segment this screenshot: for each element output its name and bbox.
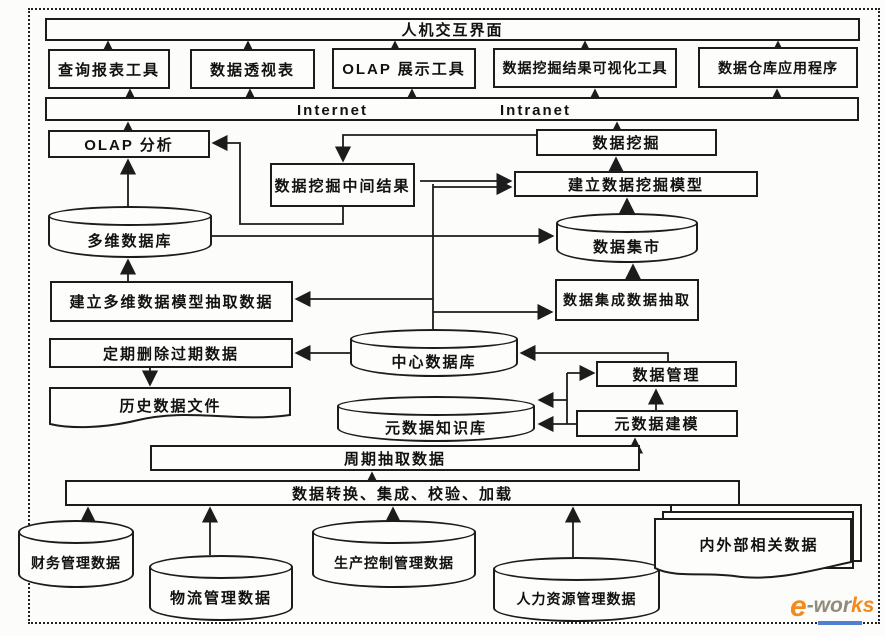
cylinder-top-ellipse — [48, 206, 212, 226]
hr-data-label: 人力资源管理数据 — [516, 590, 637, 607]
mining-visualization-tool-box: 数据挖掘结果可视化工具 — [493, 48, 677, 88]
build-multidim-model-box: 建立多维数据模型抽取数据 — [50, 281, 293, 322]
data-integration-extract-box: 数据集成数据抽取 — [555, 279, 699, 321]
history-data-file-label: 历史数据文件 — [119, 398, 222, 415]
production-data-cylinder: 生产控制管理数据 — [312, 520, 476, 588]
metadata-kb-label: 元数据知识库 — [384, 419, 487, 437]
query-report-tool-label: 查询报表工具 — [57, 61, 160, 79]
hci-interface-bar: 人机交互界面 — [45, 18, 860, 41]
logistics-data-cylinder: 物流管理数据 — [149, 555, 293, 621]
metadata-modeling-box: 元数据建模 — [576, 410, 738, 437]
cylinder-top-ellipse — [337, 396, 535, 416]
warehouse-app-label: 数据仓库应用程序 — [718, 59, 838, 76]
eworks-logo-wor: -wor — [806, 594, 852, 617]
doc-stack-front-sheet — [654, 518, 852, 579]
central-db-label: 中心数据库 — [391, 353, 477, 371]
mining-visualization-tool-label: 数据挖掘结果可视化工具 — [502, 60, 668, 76]
pivot-table-box: 数据透视表 — [190, 49, 315, 89]
olap-display-tool-label: OLAP 展示工具 — [342, 61, 466, 78]
finance-data-label: 财务管理数据 — [31, 555, 121, 571]
eworks-logo-e: e — [790, 590, 807, 623]
data-mining-label: 数据挖掘 — [592, 135, 661, 152]
olap-analysis-label: OLAP 分析 — [84, 136, 174, 154]
data-mart-cylinder: 数据集市 — [556, 213, 698, 263]
internet-label: Internet — [297, 102, 369, 119]
data-mart-label: 数据集市 — [592, 238, 661, 256]
metadata-kb-cylinder: 元数据知识库 — [337, 396, 535, 442]
data-management-box: 数据管理 — [596, 361, 737, 387]
transform-integrate-bar: 数据转换、集成、校验、加载 — [65, 480, 740, 506]
pivot-table-label: 数据透视表 — [209, 61, 295, 79]
warehouse-app-box: 数据仓库应用程序 — [698, 47, 858, 88]
cycle-extract-bar: 周期抽取数据 — [150, 445, 640, 471]
cylinder-top-ellipse — [312, 520, 476, 544]
production-data-label: 生产控制管理数据 — [334, 555, 454, 571]
purge-expired-data-label: 定期删除过期数据 — [102, 345, 239, 363]
cylinder-top-ellipse — [18, 520, 134, 544]
cylinder-top-ellipse — [556, 213, 698, 233]
arrow-mgmt-to-central — [519, 344, 669, 362]
build-multidim-model-label: 建立多维数据模型抽取数据 — [69, 294, 274, 311]
cylinder-top-ellipse — [493, 557, 660, 581]
multidim-db-cylinder: 多维数据库 — [48, 206, 212, 258]
mining-intermediate-results-box: 数据挖掘中间结果 — [270, 163, 415, 207]
eworks-watermark: e-works — [790, 592, 875, 625]
eworks-logo-ks: ks — [851, 594, 875, 617]
multidim-db-label: 多维数据库 — [87, 232, 173, 250]
cylinder-top-ellipse — [350, 329, 518, 349]
olap-analysis-box: OLAP 分析 — [48, 130, 210, 158]
document-shape — [49, 387, 291, 429]
hci-interface-label: 人机交互界面 — [401, 22, 504, 39]
data-integration-extract-label: 数据集成数据抽取 — [563, 292, 691, 308]
eworks-logo-underline — [818, 621, 862, 625]
olap-display-tool-box: OLAP 展示工具 — [332, 48, 476, 89]
transform-integrate-label: 数据转换、集成、校验、加载 — [291, 485, 513, 503]
build-mining-model-box: 建立数据挖掘模型 — [514, 171, 758, 197]
network-bar: Internet Intranet — [45, 97, 859, 121]
data-management-label: 数据管理 — [632, 366, 701, 384]
cycle-extract-label: 周期抽取数据 — [343, 450, 446, 468]
arrow-mining-to-midresults — [334, 134, 536, 163]
query-report-tool-box: 查询报表工具 — [48, 49, 170, 89]
central-db-cylinder: 中心数据库 — [350, 329, 518, 377]
mining-intermediate-results-label: 数据挖掘中间结果 — [274, 177, 411, 195]
purge-expired-data-box: 定期删除过期数据 — [49, 338, 293, 368]
cylinder-top-ellipse — [149, 555, 293, 579]
intranet-label: Intranet — [500, 102, 572, 119]
external-data-label: 内外部相关数据 — [699, 537, 819, 554]
hr-data-cylinder: 人力资源管理数据 — [493, 557, 660, 622]
build-mining-model-label: 建立数据挖掘模型 — [567, 176, 704, 194]
logistics-data-label: 物流管理数据 — [169, 589, 272, 607]
history-data-file-doc: 历史数据文件 — [49, 387, 292, 433]
metadata-modeling-label: 元数据建模 — [614, 416, 700, 433]
data-mining-box: 数据挖掘 — [536, 129, 717, 156]
finance-data-cylinder: 财务管理数据 — [18, 520, 134, 588]
arrow-midresults-to-olap — [211, 134, 344, 225]
external-data-doc-stack: 内外部相关数据 — [654, 504, 864, 586]
